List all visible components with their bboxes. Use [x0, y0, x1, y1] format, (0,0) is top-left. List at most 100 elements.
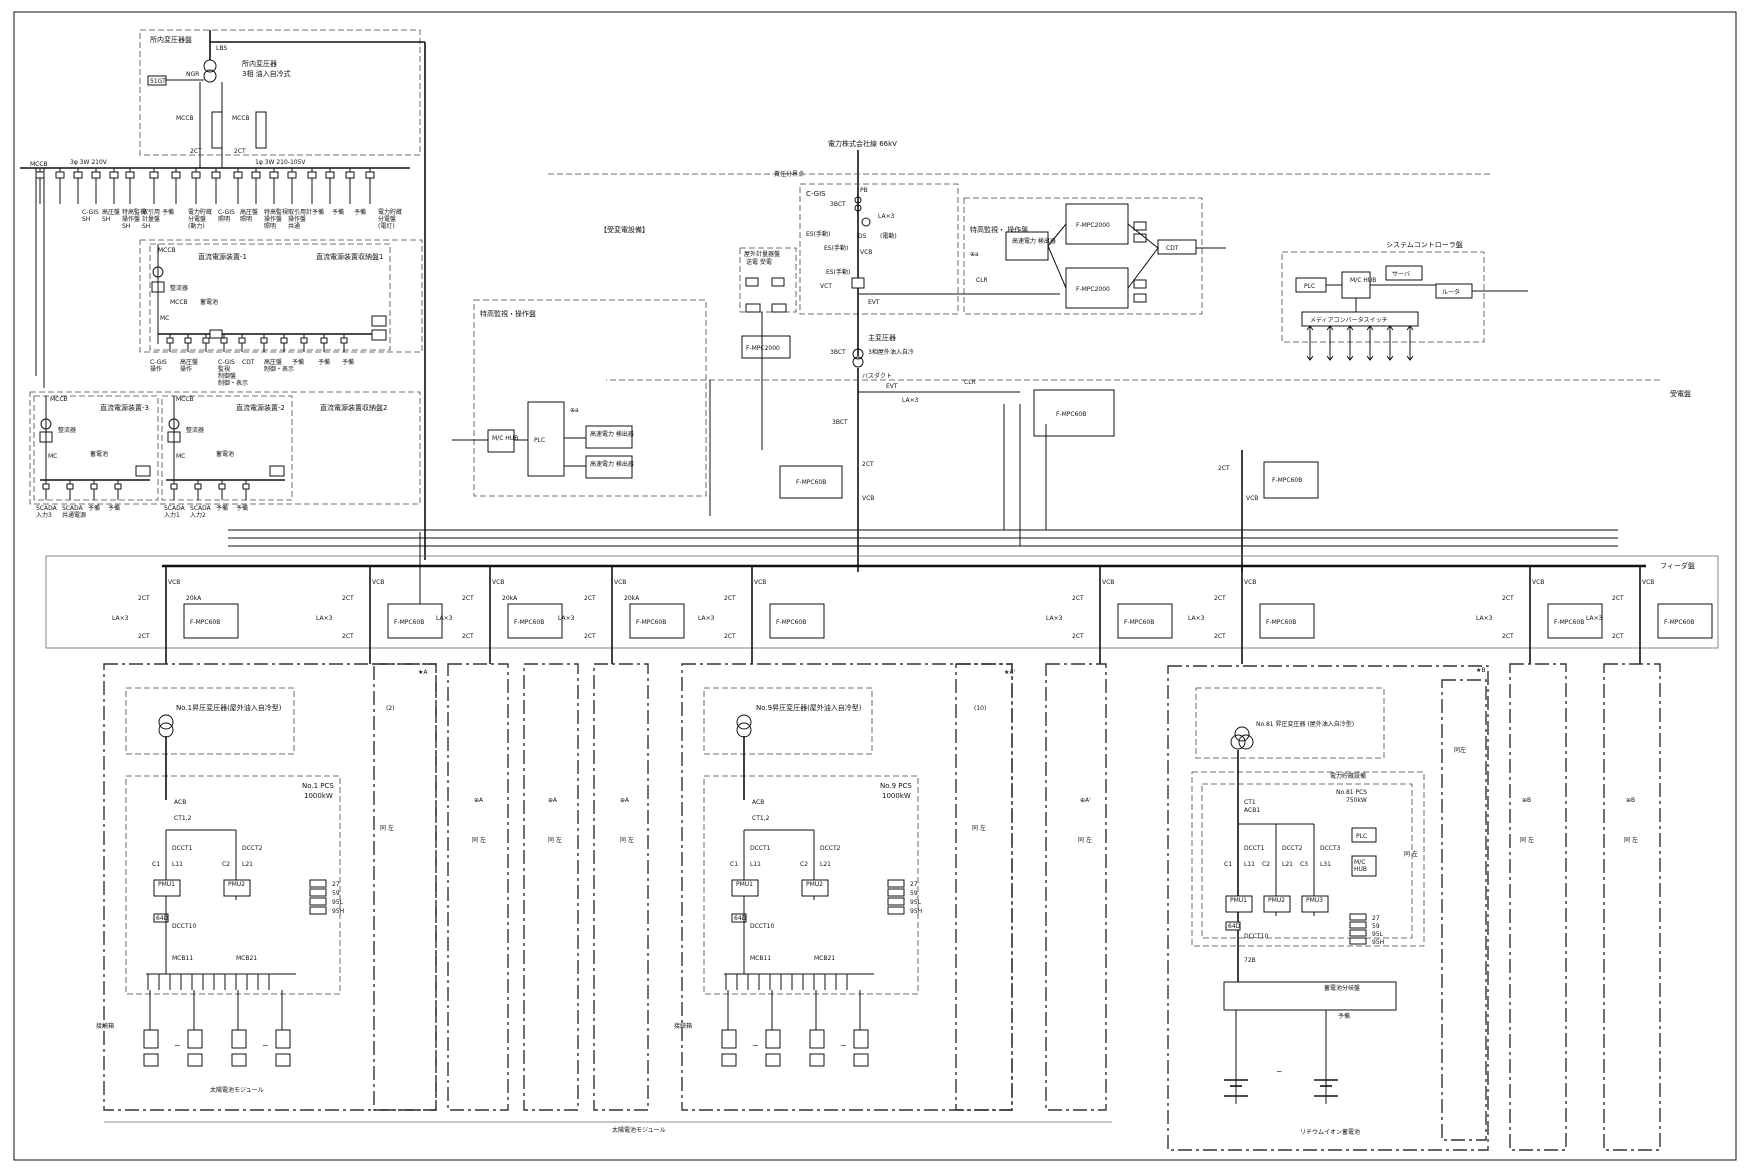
- la-label: LA×3: [1476, 615, 1493, 622]
- aux-load-label: 予備: [332, 208, 344, 216]
- aux-load-label: 取引用計操作盤共通: [288, 208, 312, 230]
- vcb-label: VCB: [1244, 579, 1256, 586]
- fmpc60b-box: [769, 603, 825, 639]
- svg-text:750kW: 750kW: [1346, 797, 1367, 804]
- svg-text:F-MPC2000: F-MPC2000: [1076, 222, 1110, 229]
- dc-breaker: [238, 337, 246, 344]
- svg-text:NGR: NGR: [186, 71, 199, 78]
- svg-text:3相屋外油入自冷: 3相屋外油入自冷: [868, 348, 914, 356]
- ct-label: 2CT: [724, 633, 736, 640]
- svg-text:~: ~: [1276, 1067, 1283, 1076]
- fmpc60b-label: F-MPC60B: [1664, 619, 1694, 626]
- inductor-label: L11: [750, 861, 761, 868]
- breaker: [73, 171, 83, 179]
- dcct-label: DCCT1: [1244, 845, 1265, 852]
- svg-text:LA×3: LA×3: [902, 397, 919, 404]
- dc3-load-label: 予備: [88, 504, 100, 512]
- svg-text:MC: MC: [160, 315, 169, 322]
- ct-label: 2CT: [1612, 633, 1624, 640]
- breaker: [191, 171, 201, 179]
- ct-label: 2CT: [1502, 633, 1514, 640]
- svg-text:同 左: 同 左: [1520, 836, 1534, 844]
- pv-array: [275, 1053, 291, 1067]
- svg-text:PLC: PLC: [534, 437, 545, 444]
- la-label: LA×3: [112, 615, 129, 622]
- dc1-load-label: 予備: [292, 358, 304, 366]
- junction-box: [143, 1029, 159, 1049]
- svg-text:(2): (2): [386, 705, 395, 712]
- svg-text:蓄電池: 蓄電池: [90, 450, 108, 458]
- fmpc60b-box: [1547, 603, 1603, 639]
- breaker: [269, 171, 279, 179]
- svg-text:バスダクト: バスダクト: [862, 372, 892, 380]
- dcct-label: DCCT10: [1244, 933, 1268, 940]
- fmpc60b-label: F-MPC60B: [636, 619, 666, 626]
- relay-box: [1349, 913, 1367, 921]
- pmu-label: PMU2: [228, 881, 245, 888]
- relay-code: 95L: [1372, 931, 1384, 938]
- capacitor-label: C2: [800, 861, 808, 868]
- breaker: [91, 171, 101, 179]
- aux-load-label: 電力貯蔵分電盤(電灯): [378, 208, 402, 230]
- svg-text:F-MPC2000: F-MPC2000: [746, 345, 780, 352]
- junction-box: [853, 1029, 869, 1049]
- svg-text:EVT: EVT: [868, 299, 880, 306]
- svg-text:3φ 3W 210V: 3φ 3W 210V: [70, 159, 108, 166]
- tilde: ~: [174, 1041, 181, 1050]
- relay-box: [1349, 921, 1367, 929]
- pmu-label: PMU2: [806, 881, 823, 888]
- dc-breaker: [260, 337, 268, 344]
- relay-64d: [153, 913, 169, 923]
- breaker: [251, 171, 261, 179]
- svg-text:同 左: 同 左: [380, 824, 394, 832]
- feeder-panel: フィーダ盤 VCB2CT2CTLA×3F-MPC60BVCB2CT2CTLA×3…: [45, 555, 1719, 664]
- system-controller-panel: システムコントローラ盤 PLC M/C HUB サーバ ルータ メディアコンバー…: [1281, 240, 1528, 361]
- dcct-label: DCCT10: [750, 923, 774, 930]
- aux-load-label: 予備: [162, 208, 174, 216]
- acb-label: ACB: [752, 799, 764, 806]
- svg-text:VCB: VCB: [1246, 495, 1258, 502]
- svg-text:No.9昇圧変圧器(屋外油入自冷型): No.9昇圧変圧器(屋外油入自冷型): [756, 703, 862, 712]
- relay-code: 95H: [332, 908, 344, 915]
- svg-text:★B: ★B: [1476, 667, 1486, 674]
- la-label: LA×3: [558, 615, 575, 622]
- svg-text:サーバ: サーバ: [1392, 271, 1410, 278]
- main-transformer: 主変圧器 3相屋外油入自冷 3BCT バスダクト 3BCT 2CT VCB EV…: [606, 333, 1691, 572]
- svg-text:2CT: 2CT: [190, 148, 202, 155]
- ct-label: CT1,2: [752, 815, 770, 822]
- relay-box: [309, 897, 327, 906]
- tilde: ~: [840, 1041, 847, 1050]
- pmu-box: [153, 879, 181, 897]
- svg-text:電力株式会社線 66kV: 電力株式会社線 66kV: [828, 139, 897, 148]
- relay-64d: [1225, 921, 1241, 931]
- svg-text:CLR: CLR: [964, 379, 976, 386]
- inductor-label: L11: [1244, 861, 1255, 868]
- svg-text:直流電源装置収納盤1: 直流電源装置収納盤1: [316, 252, 383, 261]
- svg-text:3BCT: 3BCT: [832, 419, 848, 426]
- ct-label: 2CT: [584, 595, 596, 602]
- svg-text:No.81 昇圧変圧器 (屋外油入自冷型): No.81 昇圧変圧器 (屋外油入自冷型): [1256, 720, 1354, 728]
- svg-text:MCCB: MCCB: [50, 396, 68, 403]
- svg-text:フィーダ盤: フィーダ盤: [1660, 561, 1695, 570]
- dc-breaker: [166, 337, 174, 344]
- dc-breaker: [220, 337, 228, 344]
- relay-label: 64D: [156, 915, 169, 922]
- relay-code: 27: [910, 881, 918, 888]
- la-label: LA×3: [1188, 615, 1205, 622]
- aux-load-label: 予備: [312, 208, 324, 216]
- svg-text:予備: 予備: [1338, 1012, 1350, 1020]
- dc1-load-label: CDT: [242, 359, 255, 366]
- fmpc60b-box: [1117, 603, 1173, 639]
- fmpc60b-box: [507, 603, 563, 639]
- svg-text:⊕B: ⊕B: [1626, 797, 1635, 804]
- svg-text:特高監視・操作盤: 特高監視・操作盤: [480, 309, 536, 318]
- ct-label: 2CT: [1072, 595, 1084, 602]
- svg-text:所内変圧器: 所内変圧器: [242, 59, 277, 68]
- dc1-load-label: 予備: [342, 358, 354, 366]
